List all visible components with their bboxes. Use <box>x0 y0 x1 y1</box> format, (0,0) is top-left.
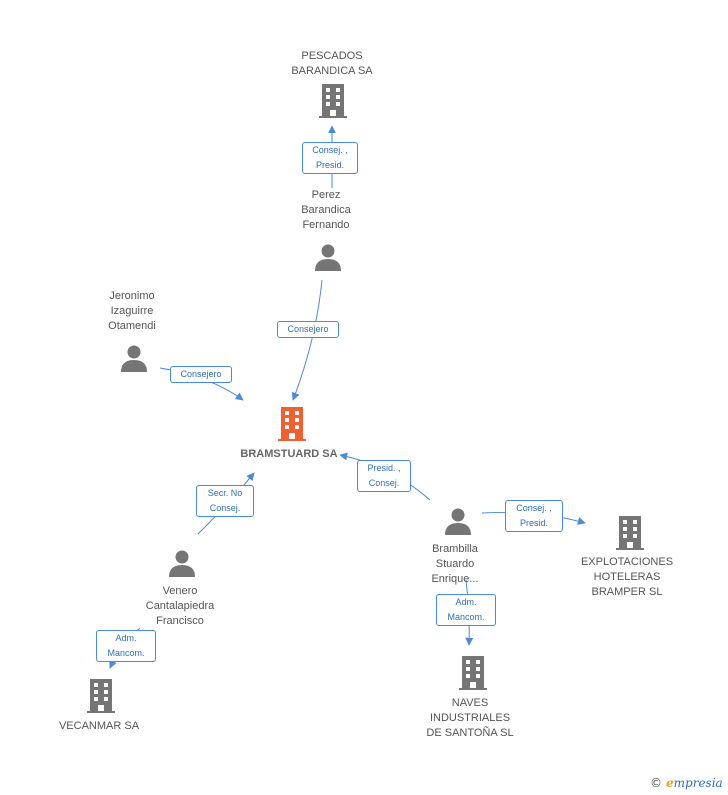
person-icon[interactable] <box>168 549 196 577</box>
node-label-vecanmar[interactable]: VECANMAR SA <box>58 720 140 732</box>
copyright-symbol: © <box>650 776 662 790</box>
brand-name: mpresia <box>673 776 723 790</box>
building-icon[interactable] <box>319 84 347 118</box>
person-icon[interactable] <box>120 344 148 372</box>
building-icon[interactable] <box>459 656 487 690</box>
building-icon[interactable] <box>616 516 644 550</box>
edge-label-perez-bramstuard[interactable]: Consejero <box>277 321 339 338</box>
person-icon[interactable] <box>314 243 342 271</box>
building-icon[interactable] <box>87 679 115 713</box>
node-label-jeronimo[interactable]: Jeronimo Izaguirre Otamendi <box>108 290 156 332</box>
node-label-naves[interactable]: NAVES INDUSTRIALES DE SANTOÑA SL <box>426 697 514 739</box>
node-label-brambilla[interactable]: Brambilla Stuardo Enrique... <box>431 543 479 585</box>
node-label-pescados[interactable]: PESCADOS BARANDICA SA <box>291 50 373 77</box>
edge-label-venero-vecanmar[interactable]: Adm. Mancom. <box>96 630 156 662</box>
empresia-logo[interactable]: © empresia <box>650 776 723 790</box>
brand-initial: e <box>666 776 674 790</box>
edge-label-venero-bramstuard[interactable]: Secr. No Consej. <box>196 485 254 517</box>
edge-label-perez-pescados[interactable]: Consej. , Presid. <box>302 142 358 174</box>
edge-label-jeronimo-bramstuard[interactable]: Consejero <box>170 366 232 383</box>
node-label-bramstuard[interactable]: BRAMSTUARD SA <box>240 448 338 460</box>
node-label-perez[interactable]: Perez Barandica Fernando <box>301 189 351 231</box>
node-label-venero[interactable]: Venero Cantalapiedra Francisco <box>145 585 215 627</box>
node-label-explotaciones[interactable]: EXPLOTACIONES HOTELERAS BRAMPER SL <box>580 556 674 598</box>
edge-label-brambilla-bramstuard[interactable]: Presid. , Consej. <box>357 460 411 492</box>
edge-perez-bramstuard <box>291 279 323 401</box>
person-icon[interactable] <box>444 507 472 535</box>
edge-label-brambilla-naves[interactable]: Adm. Mancom. <box>436 594 496 626</box>
building-icon[interactable] <box>278 407 306 441</box>
edge-label-brambilla-explotaciones[interactable]: Consej. , Presid. <box>505 500 563 532</box>
